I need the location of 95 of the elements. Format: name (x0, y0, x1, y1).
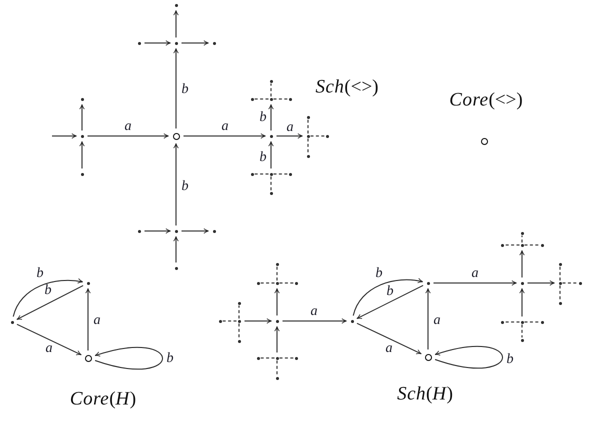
vertex-dot (350, 320, 354, 322)
vertex-dot (500, 320, 504, 324)
vertex-dot (276, 282, 278, 284)
vertex-dot (306, 134, 310, 138)
vertex-dot (212, 230, 216, 232)
vertex-dot (540, 320, 544, 324)
edge-label: a (434, 314, 440, 328)
dashed-line (562, 282, 578, 284)
vertex-dot (276, 262, 278, 266)
graph-title: Sch(<>) (315, 78, 379, 98)
graph-title: Core(H) (70, 390, 136, 410)
vertex-dot (276, 320, 278, 322)
dashed-line (238, 323, 240, 339)
edge-label: b (260, 111, 266, 125)
vertex-dot (276, 356, 278, 360)
vertex-dot (306, 116, 310, 118)
edge-label: a (386, 342, 392, 356)
vertex-dot (138, 230, 140, 232)
vertex-dot (578, 282, 582, 284)
dashed-line (524, 244, 540, 246)
dashed-line (260, 282, 275, 284)
vertex-dot (520, 232, 524, 234)
vertex-dot (294, 282, 298, 284)
vertex-dot (238, 320, 240, 322)
vertex-dot (138, 42, 140, 44)
vertex-dot (426, 282, 430, 284)
vertex-circle (424, 354, 432, 360)
edge-label: a (310, 305, 318, 319)
vertex-dot (500, 244, 504, 246)
edge-label: b (166, 352, 174, 366)
vertex-dot (250, 172, 254, 176)
vertex-dot (238, 340, 240, 342)
vertex-dot (558, 262, 562, 266)
vertex-dot (256, 282, 260, 284)
vertex-dot (174, 266, 178, 270)
vertex-dot (294, 356, 298, 360)
dashed-line (238, 305, 240, 319)
vertex-dot (256, 356, 260, 360)
vertex-dot (520, 320, 524, 324)
edge-label: a (94, 314, 100, 328)
edge-label: a (222, 120, 228, 134)
edge-label: b (36, 267, 44, 281)
vertex-dot (80, 134, 84, 138)
vertex-dot (520, 244, 524, 246)
vertex-dot (86, 282, 90, 284)
dashed-line (276, 266, 278, 281)
vertex-circle (480, 138, 488, 144)
edge-label: b (182, 180, 188, 194)
edge-label: a (286, 121, 294, 135)
dashed-line (222, 320, 237, 322)
dashed-line (279, 282, 294, 284)
vertex-dot (540, 244, 544, 246)
edge-label: b (386, 285, 394, 299)
dashed-line (254, 98, 269, 100)
vertex-dot (212, 42, 216, 44)
graph-title: Core(<>) (449, 90, 523, 112)
edge-label: a (472, 267, 478, 281)
edge-label: b (376, 267, 382, 281)
vertex-dot (270, 172, 272, 176)
dashed-line (273, 98, 288, 100)
vertex-dot (288, 98, 292, 100)
vertex-dot (238, 302, 240, 304)
edge-label: a (46, 342, 52, 356)
vertex-dot (288, 172, 292, 176)
vertex-dot (520, 338, 524, 342)
vertex-dot (250, 98, 254, 100)
vertex-dot (270, 80, 272, 82)
vertex-dot (174, 42, 178, 44)
dashed-line (276, 360, 278, 376)
vertex-dot (270, 134, 272, 138)
dashed-line (270, 176, 272, 191)
vertex-circle (84, 354, 92, 362)
edge-label: b (182, 83, 188, 97)
edge-label: a (124, 120, 132, 134)
dashed-line (504, 244, 520, 246)
dashed-line (270, 83, 272, 97)
edge-label: b (506, 353, 514, 367)
vertex-dot (270, 98, 272, 100)
vertex-dot (520, 282, 524, 284)
graph-title: Sch(H) (397, 384, 453, 406)
vertex-dot (80, 172, 84, 176)
vertex-dot (218, 320, 222, 322)
vertex-dot (326, 134, 328, 138)
vertex-dot (174, 230, 178, 232)
vertex-dot (558, 282, 562, 284)
edge-label: b (44, 284, 52, 298)
vertex-dot (10, 320, 14, 324)
edge-label: b (260, 151, 266, 165)
vertex-dot (558, 302, 562, 304)
vertex-dot (270, 192, 272, 194)
vertex-circle (172, 132, 180, 140)
vertex-dot (80, 98, 84, 100)
vertex-dot (306, 154, 310, 158)
vertex-dot (276, 376, 278, 380)
vertex-dot (174, 4, 178, 6)
